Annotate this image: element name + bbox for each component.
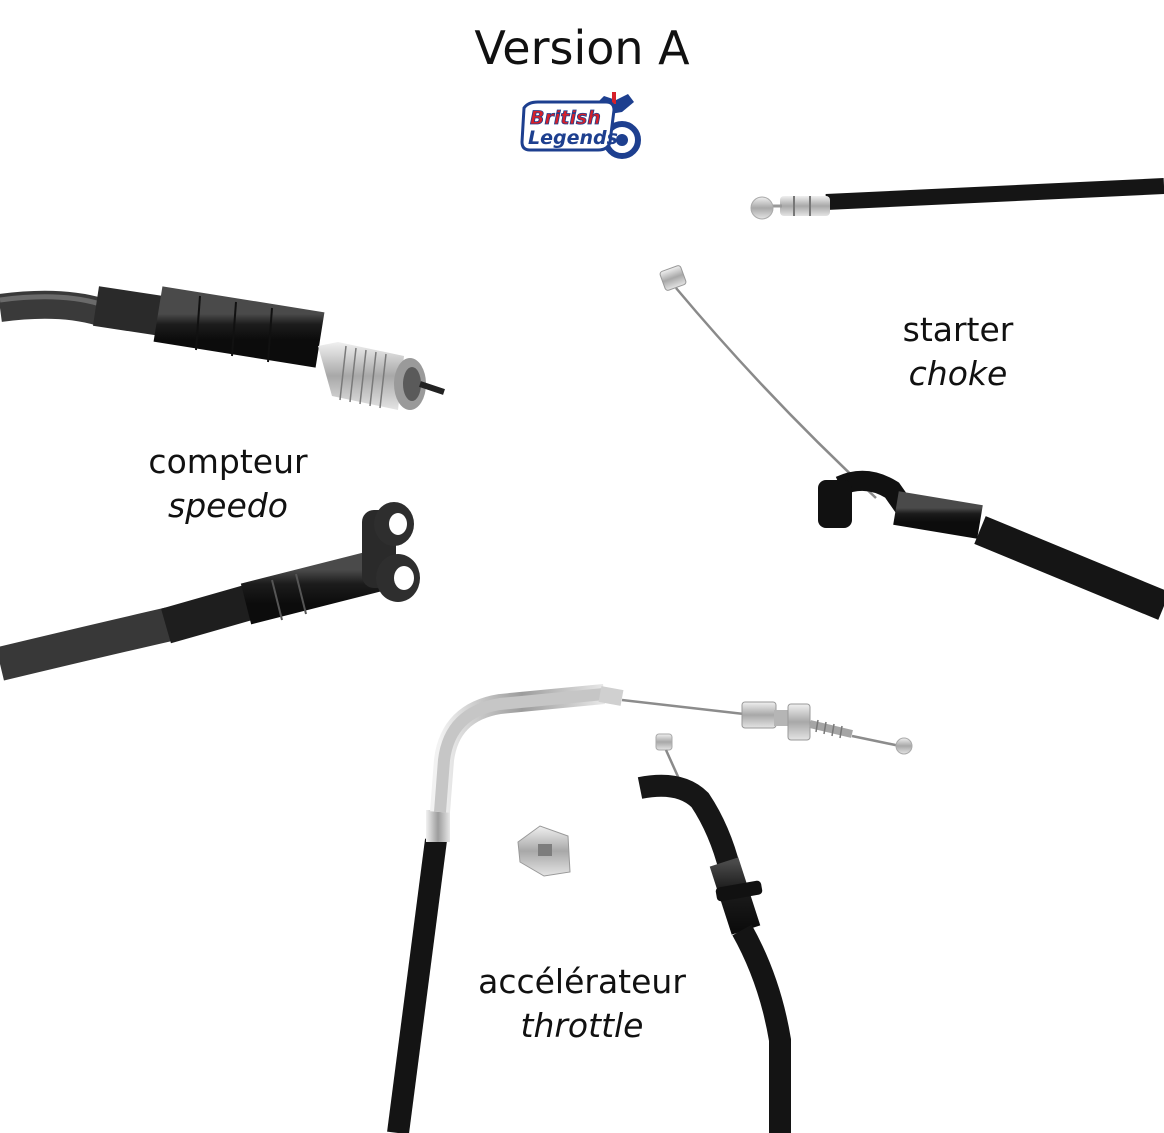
speedo-label-en: speedo <box>168 486 288 525</box>
speedo-cable-lower <box>0 502 420 681</box>
speedo-cable-upper <box>0 286 445 410</box>
throttle-label-fr: accélérateur <box>478 962 686 1001</box>
throttle-cable-pull <box>387 684 913 1133</box>
choke-label: starter choke <box>868 308 1048 396</box>
speedo-label: compteur speedo <box>128 440 328 528</box>
choke-cable <box>659 178 1164 620</box>
choke-label-fr: starter <box>902 310 1014 349</box>
speedo-label-fr: compteur <box>148 442 308 481</box>
british-legends-logo: British Legends <box>520 92 641 159</box>
logo-text-line1: British <box>530 107 601 129</box>
throttle-label: accélérateur throttle <box>450 960 714 1048</box>
throttle-cable-return <box>637 733 791 1133</box>
logo-text-line2: Legends <box>528 127 618 149</box>
page-title: Version A <box>474 21 690 75</box>
throttle-clip <box>517 825 571 877</box>
choke-label-en: choke <box>908 354 1008 393</box>
throttle-label-en: throttle <box>520 1006 644 1045</box>
